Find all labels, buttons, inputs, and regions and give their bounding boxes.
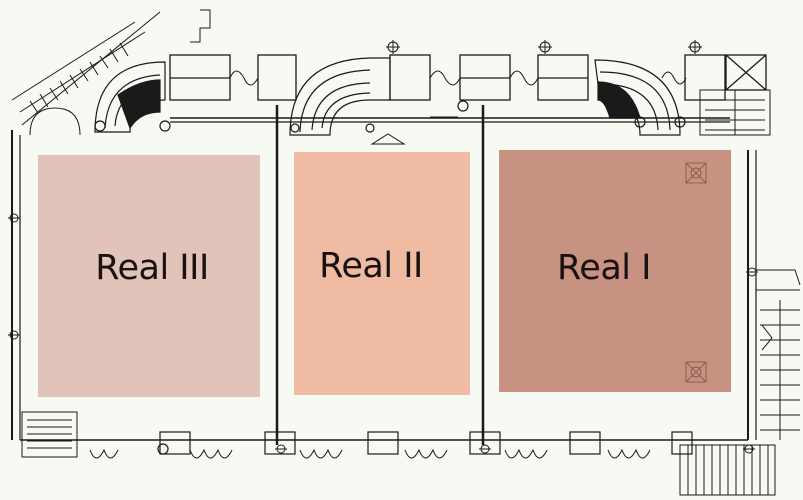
north-wall-blocks	[169, 54, 767, 101]
south-piers	[125, 431, 693, 455]
room-label-real-ii: Real II	[319, 246, 423, 286]
northeast-stair	[699, 89, 771, 136]
room-real-iii	[38, 155, 260, 397]
northwest-stair	[11, 9, 211, 136]
room-real-ii	[294, 152, 470, 395]
southeast-stair	[679, 444, 776, 496]
ceiling-fixtures	[685, 162, 707, 383]
staircase-right	[594, 59, 686, 136]
southwest-vent	[21, 411, 78, 458]
staircase-left	[94, 61, 171, 133]
column-markers	[8, 40, 758, 454]
room-real-i	[499, 150, 731, 392]
south-doors	[89, 448, 651, 459]
partition-walls	[275, 105, 485, 445]
room-label-real-i: Real I	[557, 248, 651, 288]
staircase-middle	[289, 57, 469, 136]
room-label-real-iii: Real III	[95, 248, 209, 288]
stage-marker	[370, 133, 406, 145]
east-stair	[756, 269, 801, 440]
north-doors	[229, 70, 687, 86]
